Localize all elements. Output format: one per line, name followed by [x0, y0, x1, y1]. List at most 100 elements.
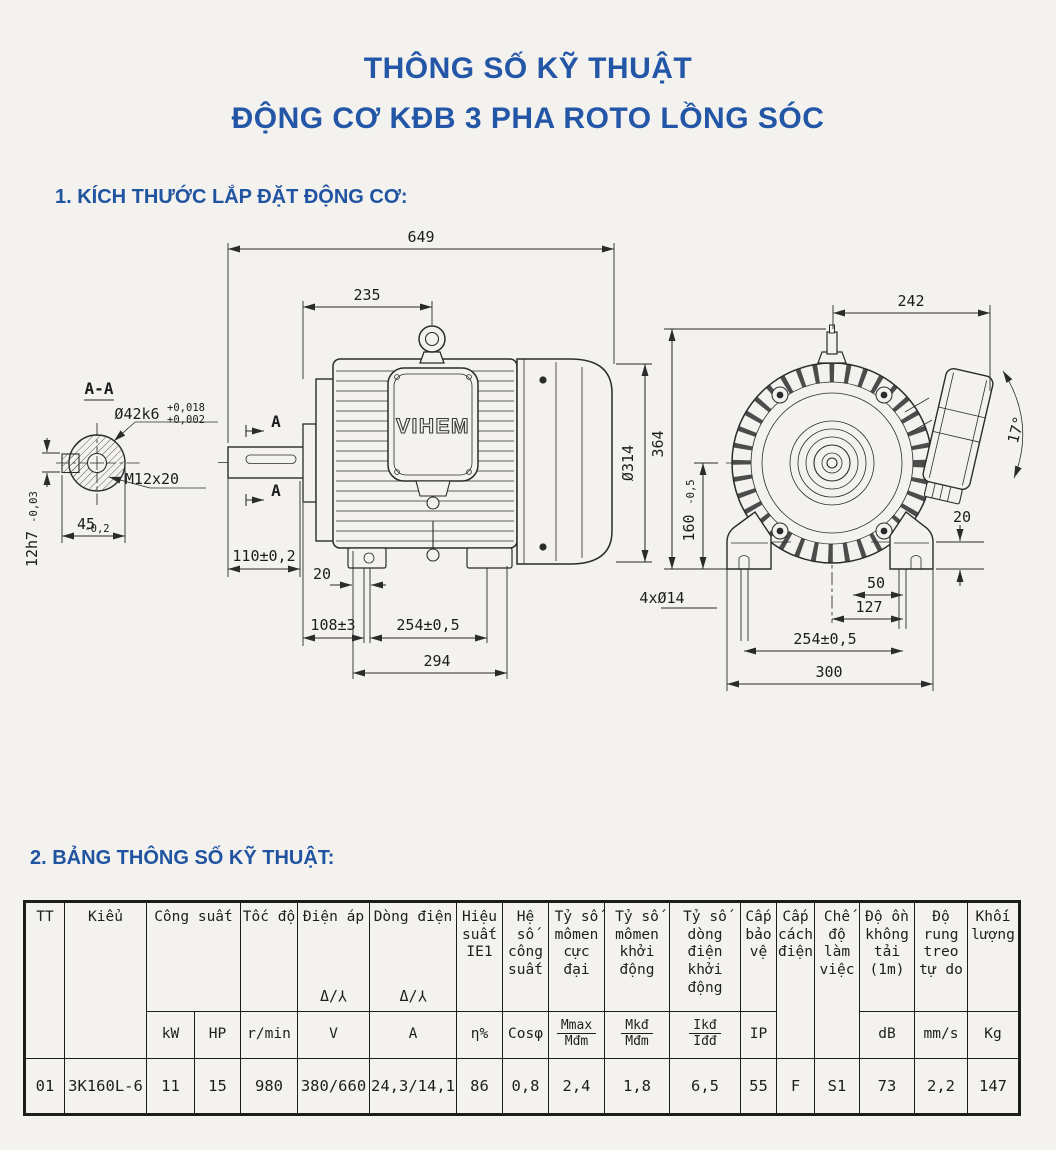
unit-cos: Cosφ — [502, 1011, 549, 1059]
cell-current: 24,3/14,1 — [369, 1058, 457, 1116]
cell-voltage: 380/660 — [297, 1058, 370, 1116]
dim-box-width: 242 — [897, 292, 924, 310]
frame-bolt-lugs — [771, 386, 893, 540]
dim-shaft-tol-upper: +0,018 — [167, 402, 205, 414]
unit-kw: kW — [146, 1011, 195, 1059]
section-1-heading: 1. KÍCH THƯỚC LẮP ĐẶT ĐỘNG CƠ: — [55, 186, 408, 208]
dim-total-height: 364 — [649, 430, 667, 457]
dim-108: 108±3 — [310, 616, 355, 634]
dim-foot-width: 300 — [815, 663, 842, 681]
cell-rpm: 980 — [240, 1058, 298, 1116]
unit-hp: HP — [194, 1011, 241, 1059]
dim-total-length: 649 — [407, 231, 434, 246]
col-header-hieu-suat: Hiệu suất IE1 — [456, 901, 503, 1012]
terminal-box — [922, 367, 994, 505]
cell-hp: 15 — [194, 1058, 241, 1116]
delta-wye-symbol: Δ/Y — [319, 986, 348, 1005]
col-header-dien-ap-label: Điện áp — [302, 909, 365, 925]
dim-box-angle: 17° — [1004, 414, 1028, 445]
cell-mkd: 1,8 — [604, 1058, 670, 1116]
title-line-2: ĐỘNG CƠ KĐB 3 PHA ROTO LỒNG SÓC — [231, 102, 825, 135]
table-row: 01 3K160L-6 11 15 980 380/660 24,3/14,1 … — [24, 1058, 1020, 1116]
dim-center-height-tol: -0,5 — [685, 479, 697, 504]
col-header-khoi-luong: Khối lượng — [967, 901, 1020, 1012]
section-mark-bottom: A — [271, 481, 281, 500]
col-header-momen-kd: Tỷ số mômen khởi động — [604, 901, 670, 1012]
col-header-che-do: Chế độ làm việc — [814, 901, 860, 1059]
cell-efficiency: 86 — [456, 1058, 503, 1116]
unit-ip: IP — [740, 1011, 777, 1059]
dim-eye-offset: 235 — [353, 286, 380, 304]
motor-front-view — [726, 324, 994, 623]
cell-ikd: 6,5 — [669, 1058, 741, 1116]
dim-foot-front: 20 — [313, 565, 331, 583]
dim-center-height: 160 — [680, 514, 698, 541]
cell-model: 3K160L-6 — [64, 1058, 147, 1116]
cell-vibration: 2,2 — [914, 1058, 968, 1116]
section-mark-top: A — [271, 412, 281, 431]
dim-shaft-diameter: Ø42k6 — [114, 405, 159, 423]
col-header-toc-do: Tốc độ — [240, 901, 298, 1012]
dim-key-width-tol: -0,2 — [84, 523, 109, 535]
unit-mms: mm/s — [914, 1011, 968, 1059]
col-header-dong-kd: Tỷ số dòng điện khởi động — [669, 901, 741, 1012]
dim-shaft-length: 110±0,2 — [232, 547, 295, 565]
section-2-heading: 2. BẢNG THÔNG SỐ KỸ THUẬT: — [30, 847, 335, 869]
unit-eta: η% — [456, 1011, 503, 1059]
dim-thread: M12x20 — [125, 470, 179, 488]
col-header-bao-ve: Cấp bảo vệ — [740, 901, 777, 1012]
unit-db: dB — [859, 1011, 915, 1059]
dim-key-height: 12h7 — [23, 531, 41, 567]
installation-drawing: A-A Ø42k6 +0,018 +0,002 M12x20 45 -0,2 1… — [23, 231, 1028, 691]
cell-cos: 0,8 — [502, 1058, 549, 1116]
col-header-do-rung: Độ rung treo tự do — [914, 901, 968, 1012]
delta-wye-symbol: Δ/Y — [399, 986, 427, 1005]
spec-table: TT Kiểu Công suất Tốc độ Điện áp Δ/Y Dòn… — [23, 900, 1021, 1116]
document-title: THÔNG SỐ KỸ THUẬT ĐỘNG CƠ KĐB 3 PHA ROTO… — [0, 0, 1056, 144]
lifting-eye — [418, 325, 446, 353]
dim-294: 294 — [423, 652, 450, 670]
col-header-cong-suat: Công suất — [146, 901, 241, 1012]
unit-rpm: r/min — [240, 1011, 298, 1059]
shaft-section-view: A-A Ø42k6 +0,018 +0,002 M12x20 45 -0,2 1… — [23, 379, 218, 567]
unit-v: V — [297, 1011, 370, 1059]
dim-50: 50 — [867, 574, 885, 592]
col-header-dong-dien: Dòng điện Δ/Y — [369, 901, 457, 1012]
col-header-do-on: Độ ồn không tải (1m) — [859, 901, 915, 1012]
col-header-he-so: Hệ số công suất — [502, 901, 549, 1012]
unit-kg: Kg — [967, 1011, 1020, 1059]
dim-mounting-holes: 4xØ14 — [639, 589, 684, 607]
col-header-kieu: Kiểu — [64, 901, 147, 1059]
cell-insulation: F — [776, 1058, 815, 1116]
dim-fan-diameter: Ø314 — [619, 445, 637, 481]
cell-noise: 73 — [859, 1058, 915, 1116]
cell-mmax: 2,4 — [548, 1058, 605, 1116]
col-header-tt: TT — [24, 901, 65, 1059]
title-line-1: THÔNG SỐ KỸ THUẬT — [363, 52, 693, 85]
unit-a: A — [369, 1011, 457, 1059]
side-view-dimensions: 649 235 Ø314 110±0,2 20 108±3 254±0,5 29… — [227, 231, 652, 679]
cell-ip: 55 — [740, 1058, 777, 1116]
cell-duty: S1 — [814, 1058, 860, 1116]
cell-tt: 01 — [24, 1058, 65, 1116]
col-header-momen-max: Tỷ số mômen cực đại — [548, 901, 605, 1012]
front-view-dimensions: 242 17° 364 160 -0,5 20 50 127 254±0,5 3… — [639, 292, 1028, 691]
motor-side-view: VIHEM A A — [218, 325, 613, 569]
col-header-dien-ap: Điện áp Δ/Y — [297, 901, 370, 1012]
section-label: A-A — [85, 379, 114, 398]
cell-weight: 147 — [967, 1058, 1020, 1116]
dim-key-height-tol: -0,03 — [28, 491, 40, 523]
dim-foot-thickness: 20 — [953, 508, 971, 526]
dim-key-width: 45 — [77, 515, 95, 533]
cell-kw: 11 — [146, 1058, 195, 1116]
col-header-dong-dien-label: Dòng điện — [373, 909, 453, 925]
dim-foot-pitch: 254±0,5 — [396, 616, 459, 634]
dim-127: 127 — [855, 598, 882, 616]
dim-foot-pitch-front: 254±0,5 — [793, 630, 856, 648]
dim-shaft-tol-lower: +0,002 — [167, 414, 205, 426]
brand-logo: VIHEM — [396, 415, 470, 438]
